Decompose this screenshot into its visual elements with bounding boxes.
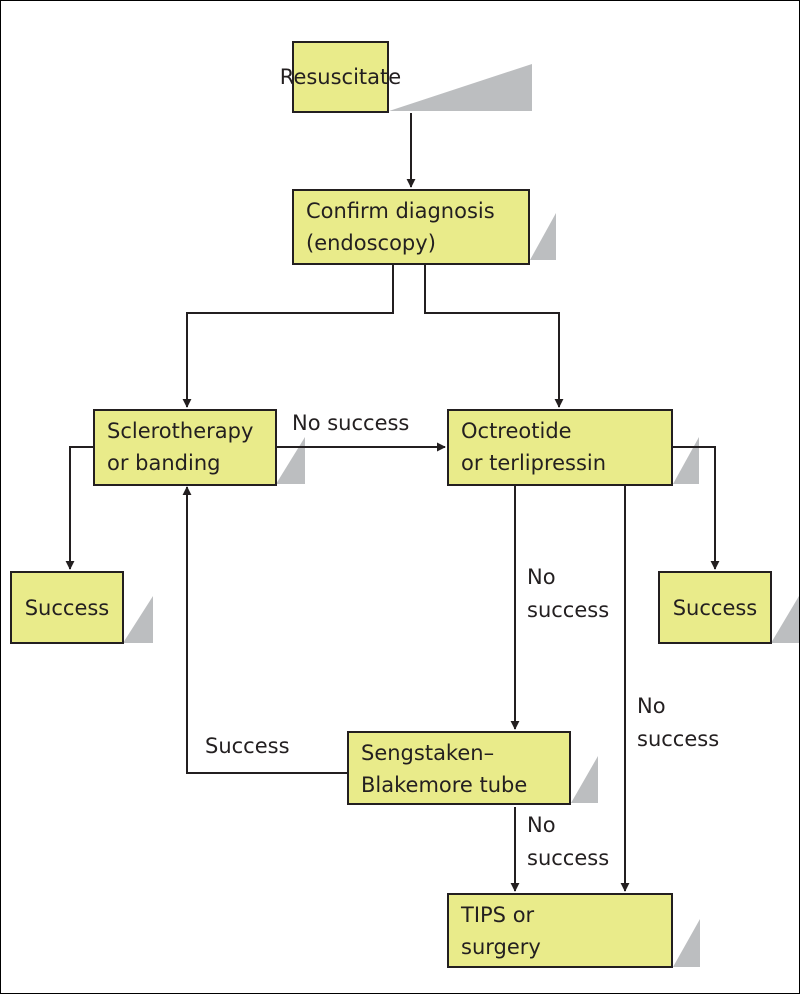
- node-success-left: Success: [10, 571, 124, 644]
- node-sclero-line-2: or banding: [107, 451, 221, 475]
- arrow-confirm-to-octreotide: [424, 265, 564, 408]
- shadow-success-right: [771, 596, 799, 643]
- box-shadows: [123, 64, 799, 967]
- arrow-sclero-to-success: [65, 446, 95, 570]
- edge-label-oct-tips-line-1: No: [637, 694, 666, 718]
- edge-label-seng-tips-line-2: success: [527, 846, 610, 870]
- node-sclerotherapy: Sclerotherapy or banding: [93, 409, 277, 486]
- node-confirm-line-1: Confirm diagnosis: [306, 199, 495, 223]
- node-confirm-line-2: (endoscopy): [306, 231, 436, 255]
- edge-label-sengstaken-to-tips: No success: [527, 809, 609, 875]
- edge-label-oct-tips-line-2: success: [637, 727, 720, 751]
- node-tips-line-1: TIPS or: [461, 903, 535, 927]
- edge-label-sengstaken-to-sclero: Success: [205, 730, 290, 763]
- node-tips-line-2: surgery: [461, 935, 541, 959]
- edge-label-sclero-octreotide-line-1: No success: [292, 411, 410, 435]
- edge-label-octreotide-to-tips: No success: [637, 690, 719, 756]
- arrow-confirm-to-sclero: [182, 265, 394, 408]
- node-confirm-diagnosis: Confirm diagnosis (endoscopy): [292, 189, 530, 265]
- shadow-confirm: [530, 213, 556, 260]
- shadow-sengstaken: [571, 756, 598, 803]
- connectors: [65, 113, 720, 892]
- node-resuscitate: Resuscitate: [280, 41, 401, 113]
- node-octreotide-line-1: Octreotide: [461, 419, 572, 443]
- shadow-resuscitate: [389, 64, 532, 111]
- edge-label-seng-sclero-line-1: Success: [205, 734, 290, 758]
- node-tips-surgery: TIPS or surgery: [447, 893, 673, 968]
- shadow-tips: [673, 919, 700, 967]
- node-octreotide-line-2: or terlipressin: [461, 451, 607, 475]
- edge-label-sclero-to-octreotide: No success: [292, 407, 409, 440]
- edge-label-octreotide-to-sengstaken: No success: [527, 561, 609, 627]
- node-sengstaken-blakemore: Sengstaken– Blakemore tube: [347, 731, 571, 805]
- edge-label-seng-tips-line-1: No: [527, 813, 556, 837]
- shadow-octreotide: [673, 437, 699, 484]
- node-success-right: Success: [658, 571, 772, 644]
- arrow-octreotide-to-success: [673, 446, 720, 570]
- node-sengstaken-line-2: Blakemore tube: [361, 773, 528, 797]
- node-octreotide: Octreotide or terlipressin: [447, 409, 673, 486]
- node-resuscitate-line-1: Resuscitate: [279, 65, 402, 89]
- node-success-right-line-1: Success: [672, 595, 758, 620]
- edge-label-oct-seng-line-2: success: [527, 598, 610, 622]
- arrow-sengstaken-to-sclero: [182, 486, 347, 774]
- shadow-success-left: [123, 596, 153, 643]
- node-success-left-line-1: Success: [24, 595, 110, 620]
- shadow-sclero: [276, 437, 305, 484]
- node-sengstaken-line-1: Sengstaken–: [361, 741, 495, 765]
- node-sclero-line-1: Sclerotherapy: [107, 419, 254, 443]
- edge-label-oct-seng-line-1: No: [527, 565, 556, 589]
